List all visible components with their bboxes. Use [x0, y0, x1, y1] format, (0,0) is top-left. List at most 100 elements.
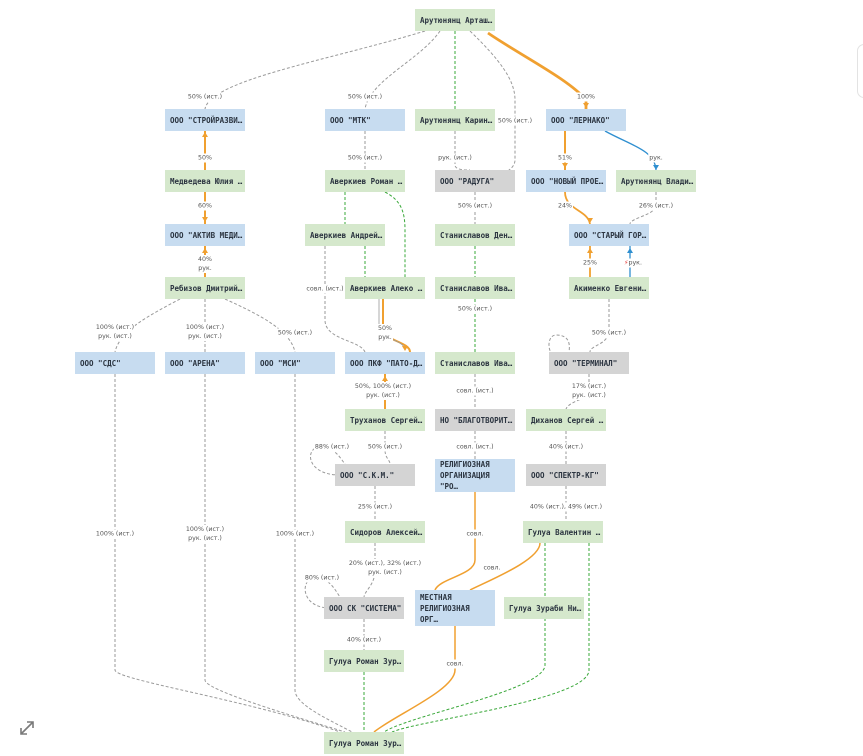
company-node[interactable]: РЕЛИГИОЗНАЯ ОРГАНИЗАЦИЯ "РО… — [435, 459, 515, 492]
company-node[interactable]: ООО "ЛЕРНАКО" — [546, 109, 626, 131]
company-node[interactable]: ООО "ТЕРМИНАЛ" — [549, 352, 629, 374]
edge-label: 88% (ист.) — [313, 442, 351, 452]
edge-label: 40% рук. — [197, 255, 213, 273]
arrow-head-icon — [402, 346, 408, 351]
graph-edge — [114, 374, 341, 733]
company-node[interactable]: ООО СК "СИСТЕМА" — [324, 597, 404, 619]
person-node[interactable]: Станиславов Ден… — [435, 224, 515, 246]
graph-edge — [224, 298, 296, 353]
person-node[interactable]: Медведева Юлия … — [165, 170, 245, 192]
edge-label: 80% (ист.) — [303, 573, 341, 583]
person-node[interactable]: Труханов Сергей… — [345, 409, 425, 431]
person-node[interactable]: Гулуа Зураби Ни… — [504, 597, 584, 619]
person-node[interactable]: Станиславов Ива… — [435, 352, 515, 374]
edge-label: 40% (ист.) — [345, 635, 383, 645]
graph-edge — [604, 130, 657, 171]
graph-edge — [487, 31, 588, 109]
edge-label: 50% (ист.) — [276, 328, 314, 338]
arrow-head-icon — [202, 132, 208, 137]
edge-label: 40% (ист.) — [547, 442, 585, 452]
graph-edge — [324, 246, 366, 353]
company-node[interactable]: ООО ПКФ "ПАТО-Д… — [345, 352, 425, 374]
edge-label: 25% (ист.) — [356, 502, 394, 512]
expand-icon[interactable] — [18, 719, 36, 737]
person-node[interactable]: Аверкиев Алеко … — [345, 277, 425, 299]
person-node[interactable]: Гулуа Валентин … — [523, 521, 603, 543]
edge-label: 17% (ист.) рук. (ист.) — [570, 382, 608, 400]
edge-label: 100% (ист.) — [274, 529, 316, 539]
graph-edge — [373, 626, 456, 733]
graph-edge — [384, 191, 406, 277]
graph-edge — [434, 492, 476, 591]
edge-label: 50% рук. — [377, 324, 393, 342]
person-node[interactable]: Акименко Евгени… — [569, 277, 649, 299]
edge-label: 40% (ист.), 49% (ист.) — [528, 502, 604, 512]
edge-label: 100% (ист.) рук. (ист.) — [94, 323, 136, 341]
edge-label: 50% (ист.) — [456, 304, 494, 314]
company-node[interactable]: ООО "СТРОЙРАЗВИ… — [165, 109, 245, 131]
graph-edge — [204, 374, 346, 733]
edge-label: 50% — [197, 153, 213, 163]
company-node[interactable]: ООО "НОВЫЙ ПРОЕ… — [526, 170, 606, 192]
person-node[interactable]: Арутюнянц Карин… — [415, 109, 495, 131]
person-node[interactable]: Аверкиев Андрей… — [305, 224, 385, 246]
graph-edge — [383, 543, 546, 733]
edge-label: 60% — [197, 201, 213, 211]
edge-label: 50% (ист.) — [346, 153, 384, 163]
company-node[interactable]: ООО "МСИ" — [255, 352, 335, 374]
graph-edge — [589, 299, 610, 353]
person-node[interactable]: Ребизов Дмитрий… — [165, 277, 245, 299]
person-node[interactable]: Диханов Сергей … — [526, 409, 606, 431]
arrow-head-icon — [587, 218, 593, 223]
arrow-head-icon — [583, 103, 589, 108]
arrow-head-icon — [587, 248, 593, 253]
arrow-head-icon — [202, 217, 208, 222]
edge-label: совл. — [482, 563, 502, 573]
company-node[interactable]: ООО "СТАРЫЙ ГОР… — [569, 224, 649, 246]
edge-label: 24% — [557, 201, 573, 211]
edge-label: ⚡рук. — [623, 258, 643, 268]
graph-edge — [294, 374, 353, 733]
company-node[interactable]: ООО "СДС" — [75, 352, 155, 374]
edge-label: 50% (ист.) — [456, 201, 494, 211]
company-node[interactable]: ООО "РАДУГА" — [435, 170, 515, 192]
person-node[interactable]: Гулуа Роман Зур… — [324, 650, 404, 672]
arrow-head-icon — [653, 165, 659, 170]
person-node[interactable]: Гулуа Роман Зур… — [324, 732, 404, 754]
arrow-head-icon — [202, 248, 208, 253]
graph-edge — [391, 543, 590, 733]
edge-label: 100% (ист.) рук. (ист.) — [184, 323, 226, 341]
edge-label: 100% (ист.) — [94, 529, 136, 539]
edge-label: совл. (ист.) — [455, 386, 495, 396]
person-node[interactable]: Аверкиев Роман … — [325, 170, 405, 192]
person-node[interactable]: Арутюнянц Влади… — [616, 170, 696, 192]
edge-label: 50% (ист.) — [346, 92, 384, 102]
graph-edge — [310, 446, 346, 476]
edge-label: 50%, 100% (ист.) рук. (ист.) — [353, 382, 413, 400]
edge-label: совл. (ист.) — [305, 284, 345, 294]
lightning-icon: ⚡ — [624, 259, 629, 267]
person-node[interactable]: Станиславов Ива… — [435, 277, 515, 299]
person-node[interactable]: Арутюнянц Арташ… — [415, 9, 495, 31]
company-node[interactable]: НО "БЛАГОТВОРИТ… — [435, 409, 515, 431]
arrow-head-icon — [382, 376, 388, 381]
edge-label: 26% (ист.) — [637, 201, 675, 211]
graph-edge — [454, 131, 471, 171]
company-node[interactable]: ООО "СПЕКТР-КГ" — [526, 464, 606, 486]
company-node[interactable]: ООО "АКТИВ МЕДИ… — [165, 224, 245, 246]
edge-label: совл. (ист.) — [455, 442, 495, 452]
side-panel-handle[interactable] — [857, 44, 863, 98]
company-node[interactable]: ООО "АРЕНА" — [165, 352, 245, 374]
person-node[interactable]: Сидоров Алексей… — [345, 521, 425, 543]
edge-label: 100% — [575, 92, 597, 102]
company-node[interactable]: ООО "С.К.М." — [335, 464, 415, 486]
edge-label: 20% (ист.), 32% (ист.) рук. (ист.) — [347, 559, 423, 577]
edge-label: 25% — [582, 258, 598, 268]
edge-label: совл. — [465, 529, 485, 539]
graph-edge — [469, 542, 541, 591]
graph-edge — [469, 30, 516, 179]
company-node[interactable]: ООО "МТК" — [325, 109, 405, 131]
edge-label: 50% (ист.) — [590, 328, 628, 338]
arrow-head-icon — [562, 163, 568, 168]
company-node[interactable]: МЕСТНАЯ РЕЛИГИОЗНАЯ ОРГ… — [415, 590, 495, 626]
